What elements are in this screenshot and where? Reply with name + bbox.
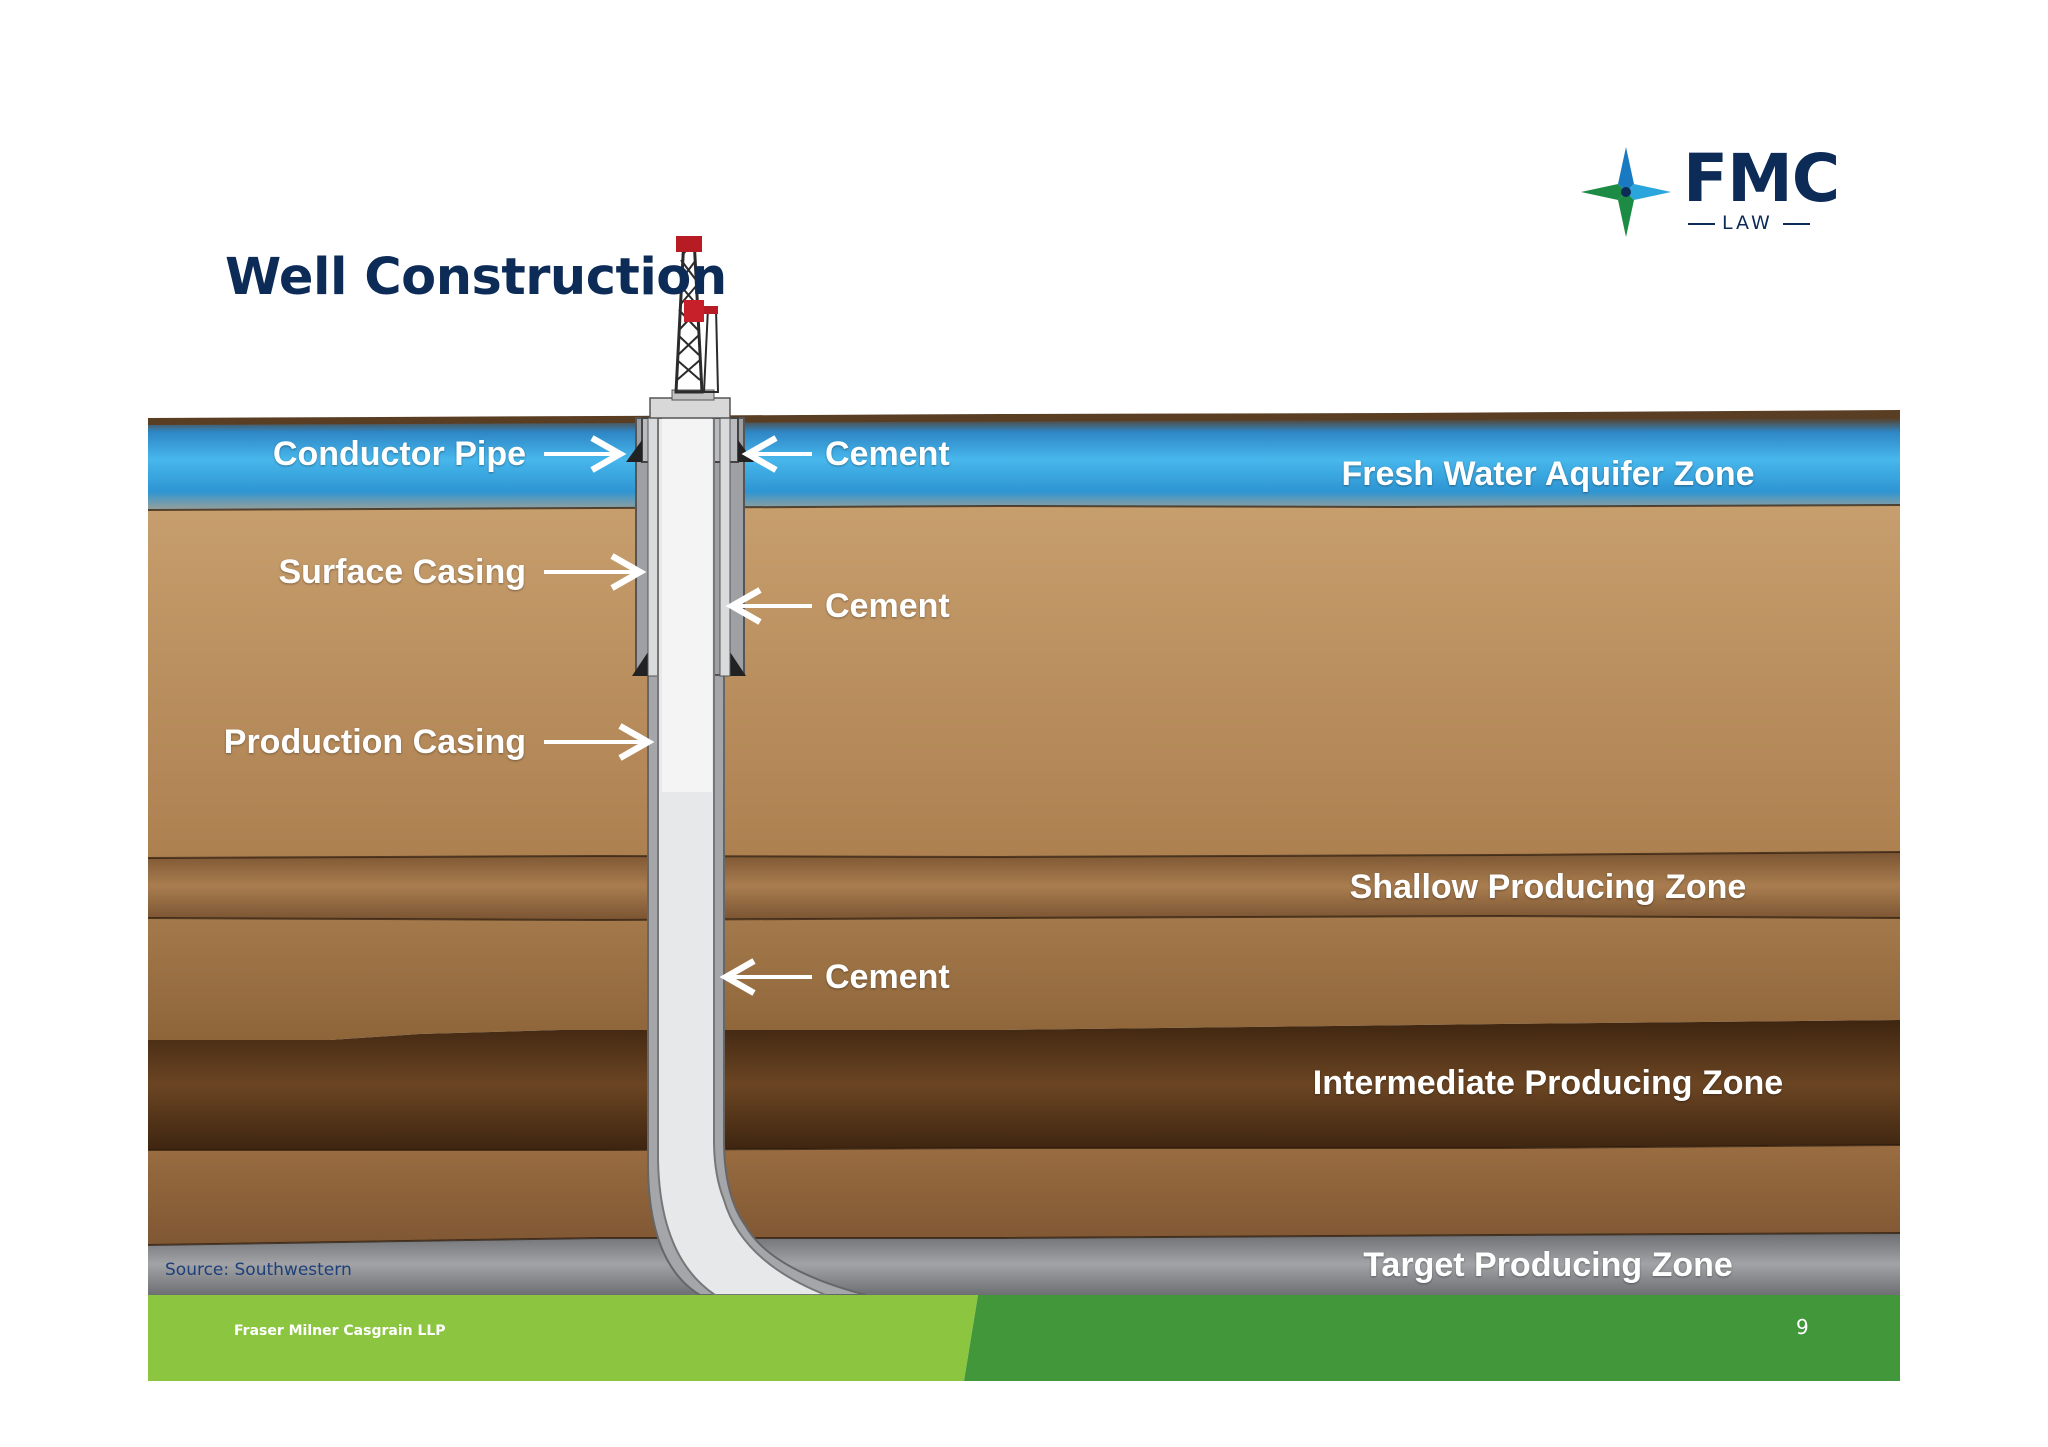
footer-light-green [148, 1295, 978, 1381]
arrows [544, 435, 812, 996]
zone-intermediate-producing: Intermediate Producing Zone [1312, 1064, 1784, 1102]
compass-star-icon [1581, 147, 1671, 237]
source-caption: Source: Southwestern [165, 1260, 352, 1280]
footer-dark-green [964, 1295, 1900, 1381]
page-number: 9 [1796, 1315, 1809, 1339]
logo-subtitle: LAW [1722, 212, 1773, 234]
label-conductor-pipe: Conductor Pipe [272, 435, 526, 473]
strata [147, 410, 1901, 1295]
drilling-rig [649, 236, 731, 419]
upper-soil-layer [148, 505, 1900, 858]
zone-fresh-water-aquifer: Fresh Water Aquifer Zone [1341, 455, 1755, 493]
label-cement-3: Cement [825, 958, 950, 996]
zone-shallow-producing: Shallow Producing Zone [1349, 868, 1747, 906]
surface-shoe-right [730, 652, 746, 676]
fresh-water-aquifer-layer [148, 418, 1900, 510]
shallow-producing-layer [148, 852, 1900, 920]
firm-name: Fraser Milner Casgrain LLP [234, 1323, 446, 1339]
label-cement-2: Cement [825, 587, 950, 625]
middle-soil-layer [148, 916, 1900, 1040]
label-production-casing: Production Casing [223, 723, 526, 761]
logo-wordmark: FMC [1683, 140, 1840, 217]
label-cement-1: Cement [825, 435, 950, 473]
wellbore [626, 417, 867, 1296]
label-surface-casing: Surface Casing [278, 553, 526, 591]
lower-soil-layer [148, 1145, 1900, 1245]
target-producing-layer [148, 1233, 1900, 1295]
intermediate-producing-layer [148, 1020, 1900, 1150]
slide-title: Well Construction [225, 248, 727, 307]
surface-shoe-left [632, 652, 648, 676]
zone-target-producing: Target Producing Zone [1363, 1246, 1733, 1284]
conductor-shoe-left [626, 440, 642, 462]
